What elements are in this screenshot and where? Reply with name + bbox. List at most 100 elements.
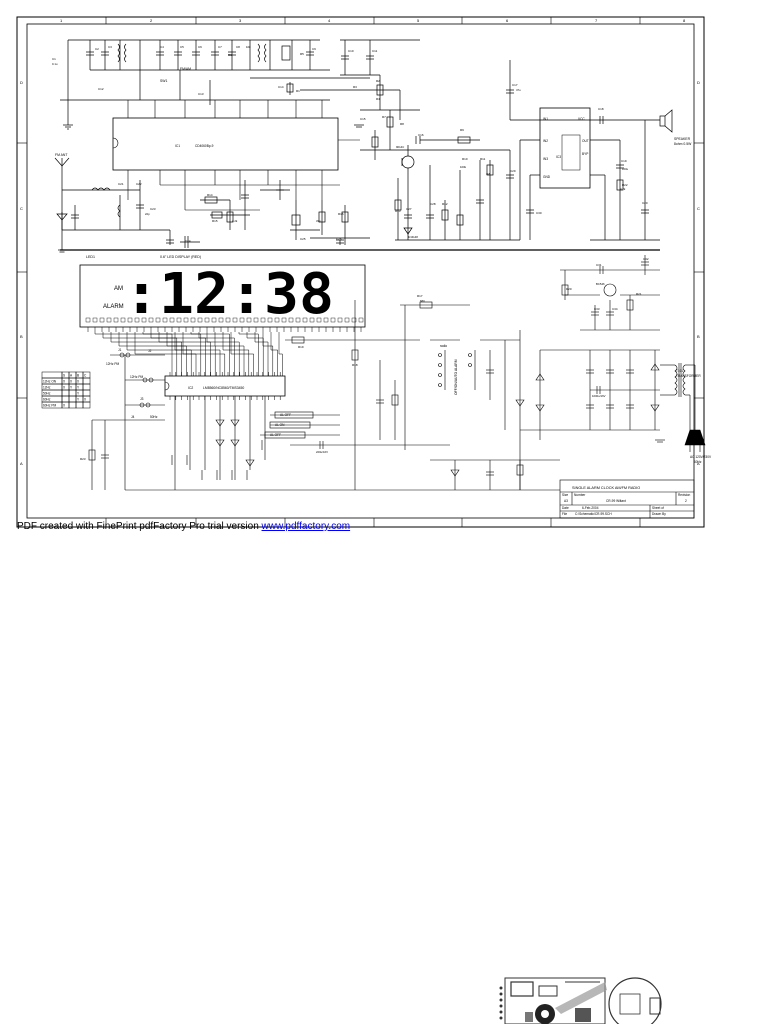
table-header: C: [84, 374, 87, 378]
grid-col-4: 4: [328, 18, 331, 23]
grid-row-d: D: [20, 80, 23, 85]
ic3-pin-gnd: GND: [543, 175, 551, 179]
am-indicator: AM: [114, 286, 123, 292]
transformer-icon: [674, 364, 678, 396]
component-value: 9014C: [396, 145, 404, 149]
schematic-sheet: 1 2 3 4 5 6 7 8 D C B A D C B A: [16, 16, 712, 528]
freq-label-1: 12Hz PM: [106, 362, 119, 366]
led-pin: [176, 317, 182, 323]
capacitor-ref: C3: [108, 45, 112, 49]
led-pin: [260, 317, 266, 323]
led-pin: [169, 317, 175, 323]
title-rev-label: Revision: [678, 493, 690, 497]
transformer-label: TRANSFORMER: [676, 374, 701, 378]
ic3-pin-out: OUT: [582, 139, 589, 143]
resistor-ref: R19: [298, 345, 304, 349]
capacitor-ref: C13: [198, 92, 204, 96]
table-cell-border: [61, 395, 70, 403]
resistor-ref: R14: [207, 193, 213, 197]
ic1-part: CD4060Bp-9: [195, 144, 214, 148]
led-pin: [267, 317, 273, 323]
grid-col-6: 6: [506, 18, 509, 23]
capacitor-ref: C19: [621, 159, 627, 163]
grid-row-c-right: C: [697, 206, 700, 211]
ic3-pin-byp: BYP: [582, 152, 588, 156]
led-pin: [309, 317, 315, 323]
led-pin: [190, 317, 196, 323]
grid-col-3: 3: [239, 18, 242, 23]
title-size-label: Size: [562, 493, 568, 497]
led-pin: [113, 317, 119, 323]
grid-ticks: [17, 17, 704, 527]
button-section: [171, 396, 450, 490]
capacitor-ref: C1: [52, 57, 56, 61]
alarm-line-1: AL OFF: [280, 413, 291, 417]
ic3-pin-in1: IN1: [543, 117, 548, 121]
capacitor-ref: C9: [312, 47, 316, 51]
capacitor-ref: C34: [612, 307, 618, 311]
led-pin: [85, 317, 91, 323]
resistor-ref: R10: [462, 157, 468, 161]
table-header: B: [77, 374, 79, 378]
ic1-pins: IC1 CD4060Bp-9: [175, 144, 214, 148]
ic2-notch: [164, 381, 170, 391]
resistor-ref: R11: [480, 157, 486, 161]
led-pin: [99, 317, 105, 323]
capacitor-ref: C24: [185, 239, 191, 243]
table-cell: 60Hz PM: [43, 404, 56, 408]
table-cell-border: [68, 395, 77, 403]
alarm-line-2: AL ON: [275, 423, 285, 427]
speaker-icon: [659, 115, 666, 127]
plug-label: AC 120V/230V: [690, 455, 712, 459]
pcb-thumbnail: [499, 977, 662, 1024]
speaker-label: SPEAKER: [674, 137, 691, 141]
resistor-ref: R23: [80, 457, 86, 461]
led-pin: [204, 317, 210, 323]
resistor-ref: R5: [300, 52, 304, 56]
capacitor-ref: C28: [430, 202, 436, 206]
fm-ant-label: FM ANT: [55, 153, 67, 157]
freq-label-3: 50Hz: [150, 415, 158, 419]
led-pin: [358, 317, 364, 323]
ic3-chip: [539, 107, 591, 189]
table-cell-border: [41, 371, 63, 379]
capacitor-ref: C30: [536, 211, 542, 215]
grid-row-c: C: [20, 206, 23, 211]
resistor-ref: R13: [395, 209, 401, 213]
capacitor-ref: C32: [643, 257, 649, 261]
speaker-spec: 8ohm 0.5W: [674, 142, 692, 146]
led-display: [79, 264, 366, 328]
title-file-label: File: [562, 512, 567, 516]
capacitor-ref: C25: [300, 237, 306, 241]
title-date: 6-Feb-2004: [582, 506, 599, 510]
ic3-pin-in2: IN2: [543, 139, 548, 143]
led-pin: [295, 317, 301, 323]
resistor-ref: R4: [376, 97, 380, 101]
led-pin: [246, 317, 252, 323]
pdf-footer: PDF created with FinePrint pdfFactory Pr…: [17, 521, 350, 532]
led-pin: [120, 317, 126, 323]
table-cell-border: [82, 383, 91, 391]
alarm-line-3: AL OFF: [270, 433, 281, 437]
resistor-ref: R6: [228, 53, 232, 57]
capacitor-ref: C7: [218, 45, 222, 49]
table-cell: X: [84, 398, 87, 402]
led-pin: [211, 317, 217, 323]
ic1-pin-lines: [127, 100, 360, 211]
j1-label: J1: [118, 348, 122, 352]
component-value: 2.2k: [232, 219, 238, 223]
capacitor-ref: C23: [150, 207, 156, 211]
table-cell: X: [63, 380, 66, 384]
resistor-ref: R15: [212, 219, 218, 223]
footer-link[interactable]: www.pdffactory.com: [261, 521, 351, 532]
transformer-ref: T101: [676, 369, 683, 373]
led-pin: [141, 317, 147, 323]
title-block-heading: SINGLE ALARM CLOCK AM/FM RADIO: [572, 486, 640, 490]
speaker-section: [540, 109, 673, 241]
ic3-ref: IC3: [556, 155, 561, 159]
led-time-readout: :12:38: [124, 262, 334, 327]
component-value: 680: [420, 299, 425, 303]
table-cell: X: [63, 404, 66, 408]
led-pin: [351, 317, 357, 323]
snooze-switch-label: OFF/ON/AUTO ALARM: [454, 359, 458, 395]
